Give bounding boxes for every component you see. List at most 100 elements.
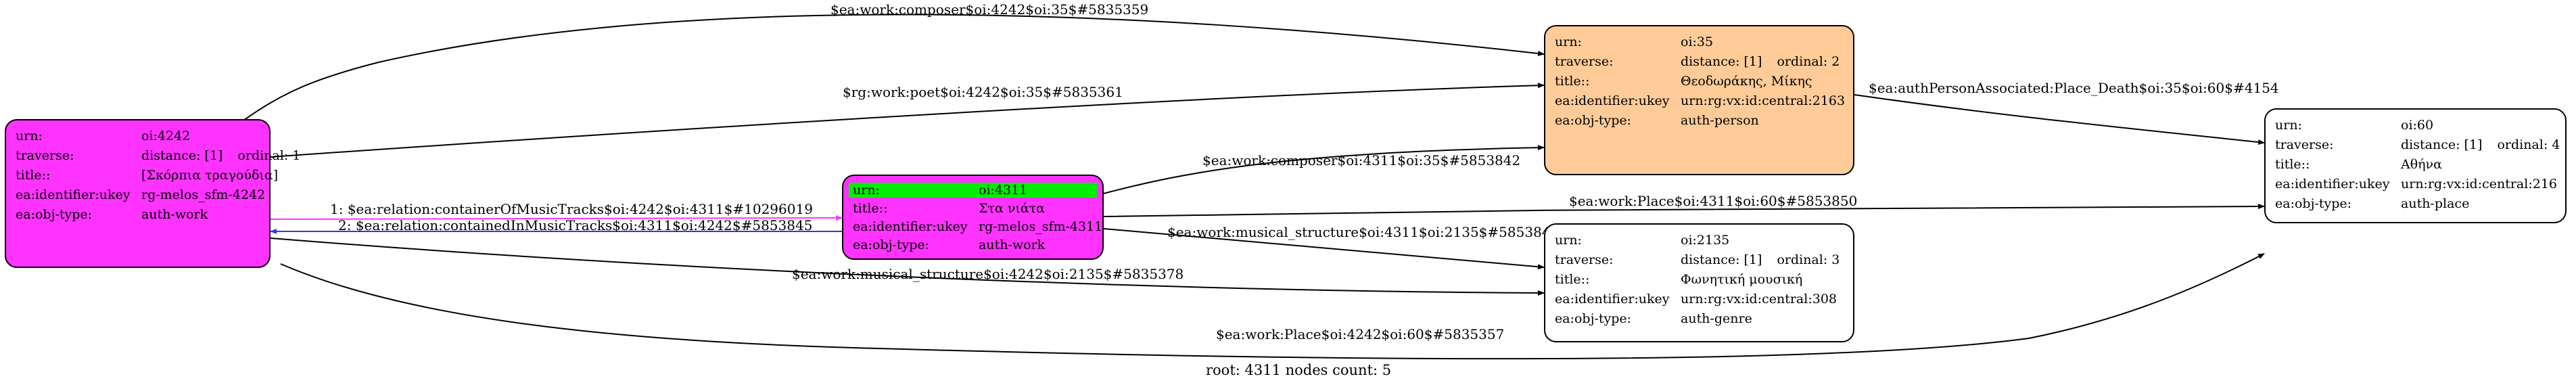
traverse-label: traverse: [2275,137,2334,152]
title-label: title:: [853,200,888,216]
ukey-row: ea:identifier:ukey urn:rg:vx:id:central:3… [1555,289,1844,309]
ordinal-value: ordinal: 3 [1777,252,1840,267]
distance-value: distance: [1] [141,148,223,163]
distance-value: distance: [1] [1681,252,1762,267]
graph-footer: root: 4311 nodes count: 5 [1206,362,1392,378]
urn-value: oi:4311 [979,182,1028,198]
edge-deathplace-35-60 [1854,94,2265,145]
type-value: auth-work [141,206,208,222]
title-row: title::Στα νιάτα [853,199,1093,217]
urn-row: urn: oi:35 [1555,32,1844,51]
urn-value: oi:60 [2401,117,2434,133]
traverse-row: traverse: distance: [1] ordinal: 1 [16,145,300,165]
type-row: ea:obj-type: auth-work [853,235,1093,254]
type-row: ea:obj-type: auth-work [16,204,260,224]
ukey-label: ea:identifier:ukey [2275,176,2390,191]
type-label: ea:obj-type: [853,237,930,252]
edge-label-structure-4311-2135: $ea:work:musical_structure$oi:4311$oi:21… [1167,224,1560,240]
edge-structure-4311-2135 [1103,228,1545,270]
ordinal-value: ordinal: 1 [237,148,301,163]
type-label: ea:obj-type: [16,206,93,222]
urn-row: urn: oi:2135 [1555,230,1844,250]
urn-label: urn: [16,128,43,143]
ukey-label: ea:identifier:ukey [853,219,968,234]
title-value: Αθήνα [2401,156,2442,172]
ukey-value: urn:rg:vx:id:central:216 [2401,176,2558,191]
edge-label-contained-4311-4242: 2: $ea:relation:containedInMusicTracks$o… [338,217,813,233]
title-value: Φωνητική μουσική [1681,271,1803,287]
urn-label: urn: [1555,34,1582,49]
type-label: ea:obj-type: [1555,311,1632,326]
ukey-value: urn:rg:vx:id:central:308 [1681,291,1837,307]
node-oi-4242[interactable]: urn: oi:4242 traverse: distance: [1] ordina… [5,119,300,268]
ukey-value: urn:rg:vx:id:central:2163 [1681,93,1846,108]
type-value: auth-place [2401,196,2470,211]
node-oi-4311-root[interactable]: urn: oi:4311 title::Στα νιάτα ea:identifi… [842,175,1104,260]
traverse-label: traverse: [16,148,74,163]
node-oi-60[interactable]: urn: oi:60 traverse: distance: [1] ordinal:… [2264,108,2567,223]
edge-label-deathplace-35-60: $ea:authPersonAssociated:Place_Death$oi:… [1869,80,2279,96]
type-row: ea:obj-type: auth-person [1555,110,1844,130]
title-value: [Σκόρπια τραγούδια] [141,167,279,183]
edge-label-composer-4311-35: $ea:work:composer$oi:4311$oi:35$#5853842 [1202,152,1521,168]
traverse-row: traverse: distance: [1] ordinal: 4 [2275,135,2560,154]
type-value: auth-genre [1681,311,1752,326]
urn-row: urn: oi:4311 [849,181,1097,199]
distance-value: distance: [1] [1681,53,1762,69]
edge-label-container-4242-4311: 1: $ea:relation:containerOfMusicTracks$o… [330,201,813,217]
ukey-label: ea:identifier:ukey [1555,291,1670,307]
edge-label-place-4242-60: $ea:work:Place$oi:4242$oi:60$#5835357 [1216,326,1505,342]
ukey-label: ea:identifier:ukey [1555,93,1670,108]
ukey-value: rg-melos_sfm-4311 [979,219,1103,234]
type-label: ea:obj-type: [2275,196,2352,211]
urn-value: oi:2135 [1681,232,1730,248]
traverse-label: traverse: [1555,53,1614,69]
ukey-row: ea:identifier:ukey urn:rg:vx:id:central:2… [2275,174,2558,194]
title-value: Στα νιάτα [979,200,1045,216]
edge-structure-4242-2135 [270,237,1545,296]
type-label: ea:obj-type: [1555,112,1632,128]
edge-place-4242-60 [280,253,2265,360]
distance-value: distance: [1] [2401,137,2483,152]
edge-label-poet-4242-35: $rg:work:poet$oi:4242$oi:35$#5835361 [843,84,1123,100]
edge-container-4242-4311 [270,215,843,221]
edge-label-structure-4242-2135: $ea:work:musical_structure$oi:4242$oi:21… [792,266,1184,282]
node-oi-2135[interactable]: urn: oi:2135 traverse: distance: [1] ordina… [1544,223,1854,342]
type-value: auth-person [1681,112,1759,128]
ukey-value: rg-melos_sfm-4242 [141,187,266,202]
urn-label: urn: [853,182,880,198]
traverse-row: traverse: distance: [1] ordinal: 2 [1555,51,1844,71]
type-row: ea:obj-type: auth-place [2275,194,2556,213]
title-row: title::[Σκόρπια τραγούδια] [16,165,278,185]
urn-label: urn: [1555,232,1582,248]
edge-composer-4242-35 [243,14,1545,121]
edge-poet-4242-35 [270,83,1545,158]
urn-row: urn: oi:60 [2275,115,2556,135]
ukey-row: ea:identifier:ukey rg-melos_sfm-4242 [16,185,265,204]
ukey-row: ea:identifier:ukey urn:rg:vx:id:central:2… [1555,91,1846,110]
edge-label-place-4311-60: $ea:work:Place$oi:4311$oi:60$#5853850 [1569,193,1858,209]
urn-value: oi:4242 [141,128,191,143]
title-value: Θεοδωράκης, Μίκης [1681,73,1812,89]
urn-row: urn: oi:4242 [16,126,260,145]
traverse-row: traverse: distance: [1] ordinal: 3 [1555,250,1844,269]
title-label: title:: [1555,271,1590,287]
ukey-label: ea:identifier:ukey [16,187,131,202]
traverse-label: traverse: [1555,252,1614,267]
type-row: ea:obj-type: auth-genre [1555,309,1844,328]
urn-label: urn: [2275,117,2302,133]
ordinal-value: ordinal: 4 [2497,137,2560,152]
urn-value: oi:35 [1681,34,1714,49]
ordinal-value: ordinal: 2 [1777,53,1840,69]
title-label: title:: [2275,156,2310,172]
edge-label-composer-4242-35: $ea:work:composer$oi:4242$oi:35$#5835359 [830,1,1149,18]
type-value: auth-work [979,237,1046,252]
title-row: title::Θεοδωράκης, Μίκης [1555,71,1844,91]
title-label: title:: [1555,73,1590,89]
title-label: title:: [16,167,51,183]
title-row: title::Αθήνα [2275,154,2556,174]
title-row: title::Φωνητική μουσική [1555,269,1844,289]
ukey-row: ea:identifier:ukey rg-melos_sfm-4311 [853,217,1102,235]
node-oi-35[interactable]: urn: oi:35 traverse: distance: [1] ordinal:… [1544,25,1854,175]
